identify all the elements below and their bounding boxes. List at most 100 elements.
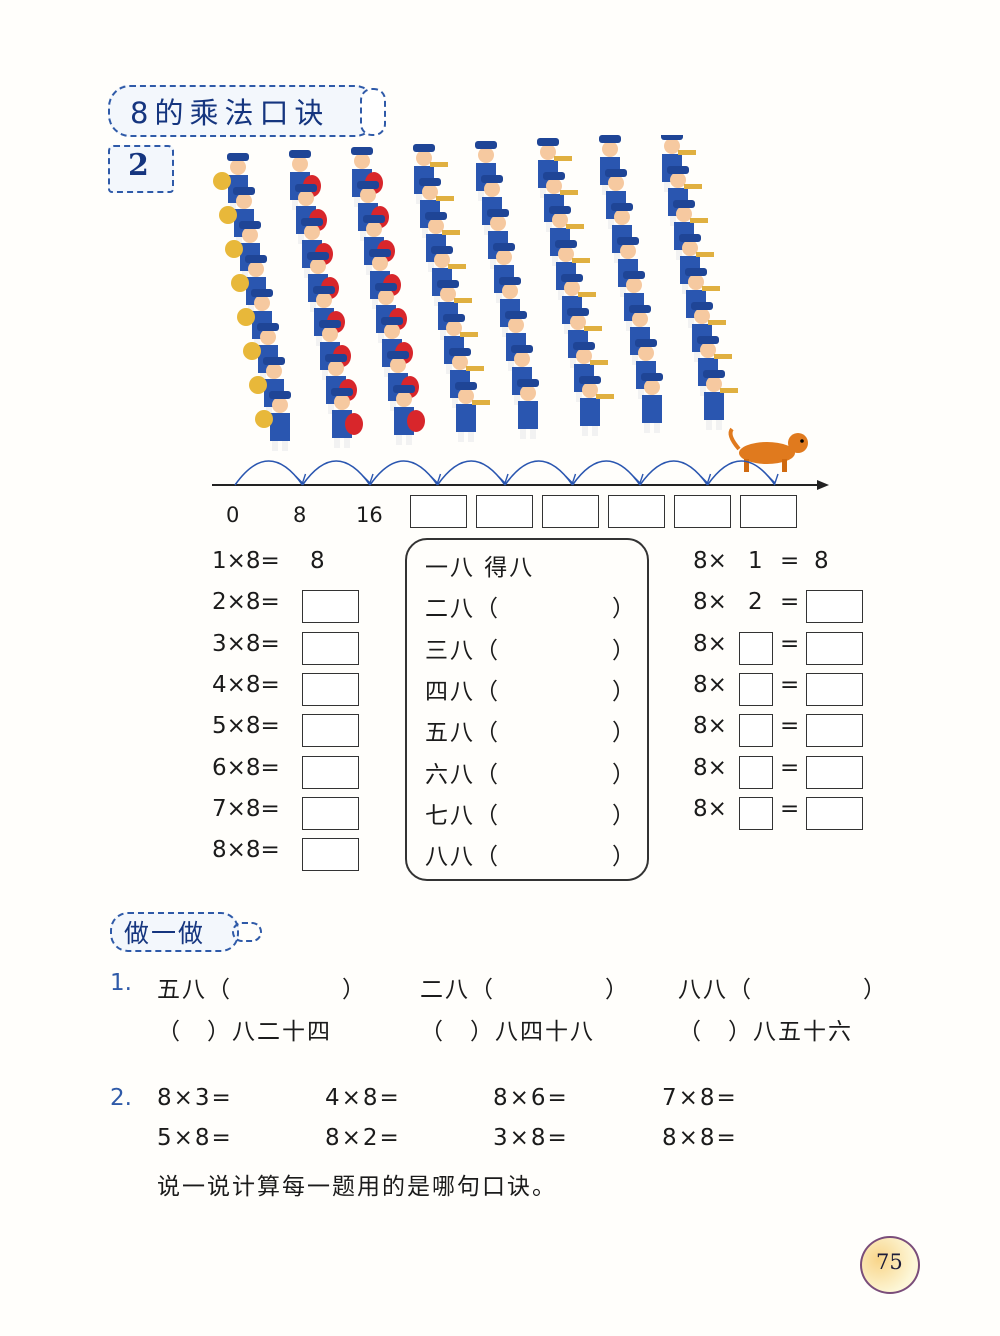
q1-rhyme-fill: （ ）八五十六 bbox=[678, 1019, 853, 1045]
trumpet bbox=[466, 366, 484, 371]
rhyme-line: 六八（ bbox=[425, 761, 500, 788]
drum bbox=[345, 413, 363, 435]
trumpet bbox=[684, 184, 702, 189]
cap bbox=[667, 166, 689, 174]
question-2-instruction: 说一说计算每一题用的是哪句口诀。 bbox=[157, 1174, 557, 1200]
number-line-answer-box[interactable] bbox=[740, 495, 797, 528]
face bbox=[292, 156, 308, 172]
cap bbox=[685, 268, 707, 276]
q2-equation: 8×3= bbox=[157, 1085, 233, 1111]
cap bbox=[605, 169, 627, 177]
face bbox=[558, 246, 574, 262]
q1-rhyme-blank: 二八（ bbox=[420, 977, 495, 1003]
right-factor-box[interactable] bbox=[739, 631, 773, 665]
rhyme-line: 四八（ bbox=[425, 678, 500, 705]
cap bbox=[331, 388, 353, 396]
cap bbox=[481, 175, 503, 183]
right-equation-times: 8× bbox=[693, 589, 727, 616]
number-line-answer-box[interactable] bbox=[476, 495, 533, 528]
right-answer-box[interactable] bbox=[806, 755, 863, 789]
right-factor-box[interactable] bbox=[739, 755, 773, 789]
face bbox=[396, 391, 412, 407]
cymbal bbox=[231, 274, 249, 292]
leg bbox=[484, 225, 490, 235]
right-answer-box[interactable] bbox=[806, 672, 863, 706]
band-member bbox=[537, 138, 572, 198]
leg bbox=[520, 429, 526, 439]
left-answer-box[interactable] bbox=[302, 631, 359, 665]
right-answer-box[interactable] bbox=[806, 796, 863, 830]
cap bbox=[357, 181, 379, 189]
leg bbox=[406, 435, 412, 445]
trumpet bbox=[472, 400, 490, 405]
practice-label-box bbox=[110, 912, 239, 952]
rhyme-line: 八八（ bbox=[425, 844, 500, 871]
practice-label: 做一做 bbox=[124, 919, 206, 948]
right-answer-box[interactable] bbox=[806, 631, 863, 665]
cap bbox=[505, 311, 527, 319]
leg bbox=[700, 386, 706, 396]
right-equals: = bbox=[780, 671, 800, 698]
rhyme-panel bbox=[405, 538, 649, 881]
cap bbox=[487, 209, 509, 217]
face bbox=[676, 206, 692, 222]
right-equals: = bbox=[780, 795, 800, 822]
cap bbox=[517, 379, 539, 387]
jump-arrowhead bbox=[430, 473, 442, 485]
left-answer-box[interactable] bbox=[302, 796, 359, 830]
trumpet bbox=[454, 298, 472, 303]
leg bbox=[468, 432, 474, 442]
left-answer-box[interactable] bbox=[302, 755, 359, 789]
right-factor-box[interactable] bbox=[739, 714, 773, 748]
number-line-answer-box[interactable] bbox=[542, 495, 599, 528]
cap bbox=[641, 373, 663, 381]
face bbox=[304, 224, 320, 240]
right-factor-box[interactable] bbox=[739, 672, 773, 706]
left-equation: 6×8= bbox=[212, 754, 280, 781]
left-answer-box[interactable] bbox=[302, 838, 359, 872]
number-line-answer-box[interactable] bbox=[674, 495, 731, 528]
cap bbox=[351, 147, 373, 155]
right-answer-box[interactable] bbox=[806, 714, 863, 748]
leg bbox=[422, 228, 428, 238]
tick-label-8: 8 bbox=[293, 503, 307, 527]
cap bbox=[573, 342, 595, 350]
face bbox=[236, 193, 252, 209]
face bbox=[230, 159, 246, 175]
number-line-answer-box[interactable] bbox=[608, 495, 665, 528]
tick-label-16: 16 bbox=[356, 503, 383, 527]
cap bbox=[431, 246, 453, 254]
q2-equation: 7×8= bbox=[662, 1085, 738, 1111]
left-answer-box[interactable] bbox=[302, 714, 359, 748]
leg bbox=[292, 200, 298, 210]
uniform bbox=[580, 398, 600, 426]
jump-arrowhead bbox=[497, 473, 509, 485]
face bbox=[514, 351, 530, 367]
left-answer-box[interactable] bbox=[302, 590, 359, 624]
rhyme-line: 七八（ bbox=[425, 802, 500, 829]
q2-equation: 4×8= bbox=[325, 1085, 401, 1111]
jump-arc bbox=[436, 460, 506, 486]
band-member bbox=[579, 376, 614, 436]
right-factor-box[interactable] bbox=[739, 796, 773, 830]
number-line-answer-box[interactable] bbox=[410, 495, 467, 528]
right-factor: 1 bbox=[748, 548, 763, 574]
leg bbox=[670, 216, 676, 226]
leg bbox=[638, 389, 644, 399]
leg bbox=[334, 438, 340, 448]
right-answer-box[interactable] bbox=[806, 590, 863, 624]
jump-arrowhead bbox=[295, 473, 307, 485]
rhyme-close-paren: ） bbox=[612, 844, 635, 871]
jump-arc bbox=[571, 460, 641, 486]
cap bbox=[599, 135, 621, 143]
q2-equation: 8×6= bbox=[493, 1085, 569, 1111]
leg bbox=[452, 398, 458, 408]
right-equals: = bbox=[780, 754, 800, 781]
face bbox=[670, 172, 686, 188]
face bbox=[484, 181, 500, 197]
left-answer-box[interactable] bbox=[302, 672, 359, 706]
cap bbox=[475, 141, 497, 149]
leg bbox=[716, 420, 722, 430]
face bbox=[688, 274, 704, 290]
cymbal bbox=[219, 206, 237, 224]
